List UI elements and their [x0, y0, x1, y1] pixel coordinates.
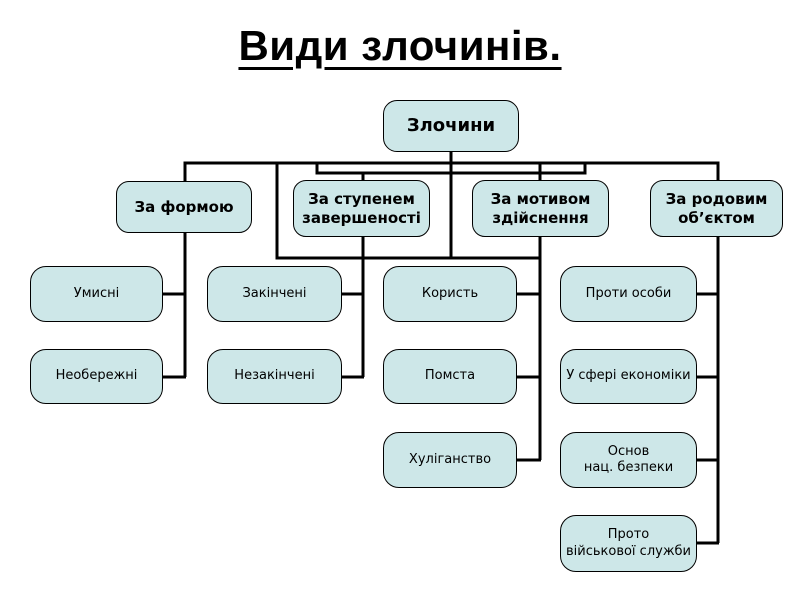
root-node: Злочини	[383, 100, 519, 152]
leaf-node: Необережні	[30, 349, 163, 404]
leaf-node: Незакінчені	[207, 349, 342, 404]
leaf-node: Користь	[383, 266, 517, 322]
branch-node: За родовим об’єктом	[650, 180, 783, 237]
leaf-node: Проти особи	[560, 266, 697, 322]
leaf-node: Основ нац. безпеки	[560, 432, 697, 488]
leaf-node: Помста	[383, 349, 517, 404]
leaf-node: Хуліганство	[383, 432, 517, 488]
leaf-node: Прото військової служби	[560, 515, 697, 572]
branch-node: За формою	[116, 181, 252, 233]
branch-node: За мотивом здійснення	[472, 180, 609, 237]
branch-node: За ступенем завершеності	[293, 180, 430, 237]
leaf-node: Умисні	[30, 266, 163, 322]
leaf-node: У сфері економіки	[560, 349, 697, 404]
leaf-node: Закінчені	[207, 266, 342, 322]
slide-title: Види злочинів.	[238, 22, 562, 69]
